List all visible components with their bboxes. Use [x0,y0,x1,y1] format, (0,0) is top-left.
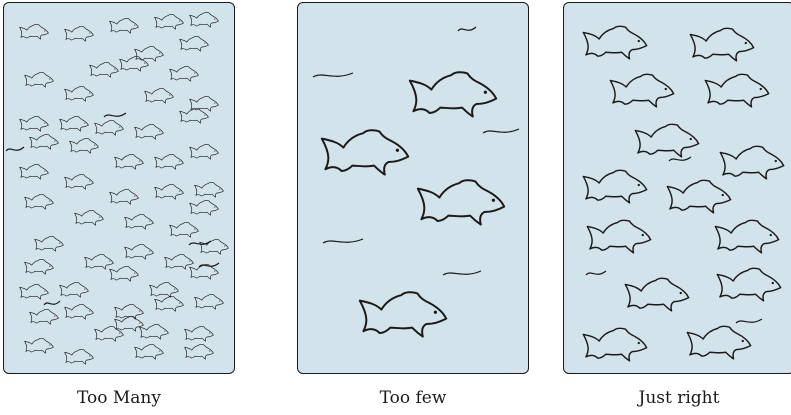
fish-icon [89,62,119,78]
fish-icon [24,72,54,88]
fish-icon [189,264,219,280]
fish-group-just-right [582,25,785,362]
caption-just-right: Just right [638,388,720,408]
water-ripple [103,112,127,118]
fish-icon [179,36,209,52]
fish-icon [169,222,199,238]
fish-icon [139,324,169,340]
water-ripple [198,262,220,268]
fish-icon [609,73,675,108]
water-ripple [482,128,520,134]
fish-icon [74,210,104,226]
fish-icon [582,25,648,60]
fish-icon [154,296,184,312]
fish-icon [154,184,184,200]
fish-icon [114,154,144,170]
fish-icon [199,239,229,255]
fish-icon [29,309,59,325]
fish-icon [179,108,209,124]
fish-icon [64,26,94,42]
fish-icon [64,349,94,365]
fish-icon [634,123,700,158]
fish-icon [34,236,64,252]
fish-icon [586,219,652,254]
fish-icon [114,316,144,332]
fish-icon [666,179,732,214]
fish-icon [109,18,139,34]
fish-icon [19,116,49,132]
fish-icon [109,189,139,205]
fish-icon [134,124,164,140]
fish-icon [124,244,154,260]
caption-too-many: Too Many [77,388,161,408]
fish-icon [144,88,174,104]
fish-icon [169,66,199,82]
fish-icon [714,219,780,254]
fish-icon [686,325,752,360]
fish-icon [29,134,59,150]
caption-too-few: Too few [379,388,447,408]
fish-icon [408,71,498,118]
water-ripple [457,26,477,32]
fish-icon [134,46,164,62]
fish-icon [416,179,506,226]
water-ripple [43,300,61,306]
water-ripple [322,238,364,244]
water-ripple [735,318,763,324]
water-ripple [312,72,354,78]
fish-icon [194,294,224,310]
fish-icon [64,86,94,102]
fish-icon [582,169,648,204]
fish-icon [24,259,54,275]
fish-icon [134,344,164,360]
fish-icon [194,182,224,198]
fish-icon [184,344,214,360]
fish-icon [189,200,219,216]
water-ripple [668,156,692,162]
fish-icon [716,267,782,302]
fish-icon [164,254,194,270]
fish-icon [704,73,770,108]
fish-icon [19,284,49,300]
tank-too-few [297,2,529,374]
fish-icon [84,254,114,270]
fish-icon [189,12,219,28]
water-ripple [188,240,212,246]
fish-group-too-many [5,12,229,365]
fish-icon [59,282,89,298]
fish-icon [19,164,49,180]
fish-icon [154,14,184,30]
fish-icon [59,116,89,132]
fish-icon [124,214,154,230]
tank-just-right [563,2,791,374]
fish-icon [64,304,94,320]
fish-icon [24,338,54,354]
fish-icon [154,154,184,170]
fish-icon [109,266,139,282]
fish-icon [358,291,448,338]
water-ripple [5,146,25,152]
fish-icon [582,327,648,362]
tank-too-many [3,2,235,374]
fish-icon [69,138,99,154]
fish-icon [719,145,785,180]
fish-icon [624,277,690,312]
fish-icon [24,194,54,210]
fish-icon [184,326,214,342]
fish-icon [689,27,755,62]
fish-icon [19,24,49,40]
fish-group-too-few [312,26,520,338]
water-ripple [442,270,482,276]
fish-icon [94,120,124,136]
fish-icon [149,282,179,298]
water-ripple [585,270,607,276]
fish-icon [189,144,219,160]
fish-icon [64,174,94,190]
fish-icon [320,129,410,176]
